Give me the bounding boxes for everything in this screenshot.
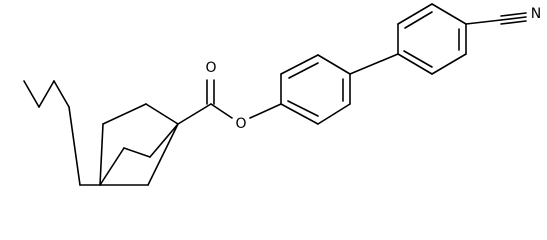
ring2-inner-bond-3 xyxy=(403,50,433,68)
molecule-drawing: O O xyxy=(23,3,541,186)
cage-bond-2 xyxy=(102,103,147,125)
pentyl-bond-2 xyxy=(38,80,55,108)
carbonyl-oxygen-label: O xyxy=(205,60,216,76)
ring1-bond-3 xyxy=(317,54,351,75)
ring2-bond-5 xyxy=(431,53,467,75)
pentyl-bond-1 xyxy=(23,80,40,108)
biphenyl-link-bond xyxy=(349,53,399,75)
cage-bond-6 xyxy=(99,147,125,186)
cage-bond-1 xyxy=(99,123,104,186)
ring1-inner-bond-1 xyxy=(288,62,319,79)
bicyclooctane-cage xyxy=(99,103,179,186)
cage-bond-3 xyxy=(145,103,179,125)
phenyl-ring-lower xyxy=(280,54,351,125)
cage-bond-7 xyxy=(123,147,151,158)
ester-oxygen-label: O xyxy=(235,116,246,132)
nitrile-group: N xyxy=(465,6,541,25)
ring2-inner-bond-1 xyxy=(404,11,433,29)
ester-group: O O xyxy=(177,60,282,132)
ring2-bond-3 xyxy=(431,3,467,25)
ring2-bond-2 xyxy=(397,3,433,25)
pentyl-bond-4 xyxy=(68,106,81,186)
ring1-bond-6 xyxy=(280,103,319,125)
cage-bond-5 xyxy=(147,123,179,186)
pentyl-bond-3 xyxy=(53,80,70,108)
cage-to-carbonyl-bond xyxy=(177,103,212,125)
phenyl-ring-upper xyxy=(397,3,467,75)
cage-bond-8 xyxy=(149,123,179,158)
nitrile-nitrogen-label: N xyxy=(531,6,541,22)
ester-oxygen-to-ring-bond xyxy=(249,103,282,119)
nitrile-triple-bond-c xyxy=(500,20,527,25)
nitrile-triple-bond-b xyxy=(500,16,527,21)
nitrile-bond-1 xyxy=(465,19,502,25)
nitrile-triple-bond-a xyxy=(500,12,527,17)
carbonyl-to-ester-oxygen-bond xyxy=(210,103,233,119)
ring2-bond-6 xyxy=(397,53,433,75)
ring1-bond-2 xyxy=(280,54,319,75)
pentyl-chain xyxy=(23,80,101,186)
ring1-bond-5 xyxy=(317,103,351,125)
ring1-inner-bond-3 xyxy=(287,100,319,117)
chemical-structure-diagram: O O xyxy=(23,3,542,186)
